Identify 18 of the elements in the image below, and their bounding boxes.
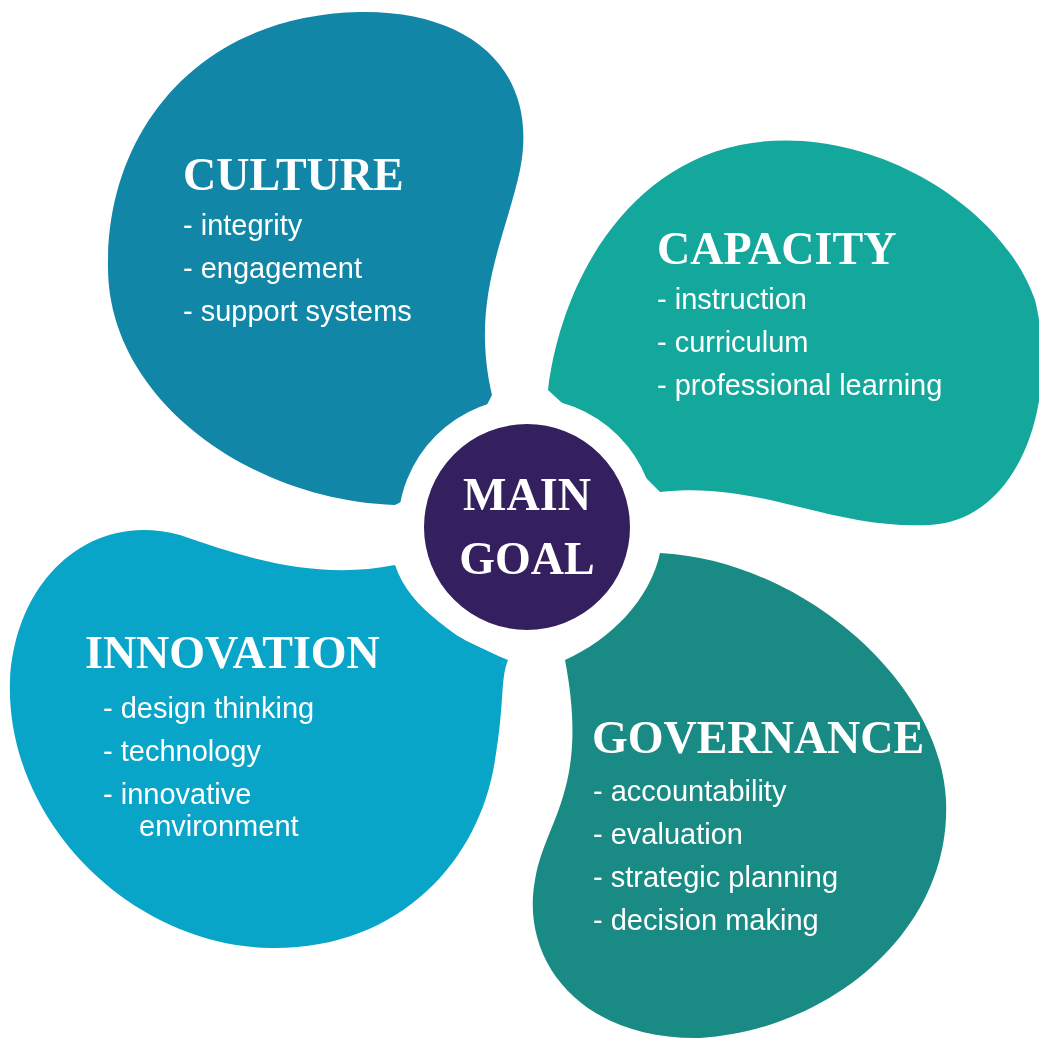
goal-label: MAIN GOAL bbox=[458, 468, 596, 587]
petal-heading: CAPACITY bbox=[657, 226, 897, 272]
list-item: - support systems bbox=[183, 296, 412, 328]
list-item: - engagement bbox=[183, 253, 362, 285]
list-item: - curriculum bbox=[657, 327, 809, 359]
list-item: - innovative environment bbox=[103, 779, 300, 843]
list-item: - technology bbox=[103, 736, 262, 768]
list-item: - decision making bbox=[593, 905, 819, 937]
list-item: - professional learning bbox=[657, 370, 943, 402]
list-item: - instruction bbox=[657, 284, 807, 316]
petal-heading: INNOVATION bbox=[85, 630, 380, 676]
list-item: - evaluation bbox=[593, 819, 743, 851]
list-item: - design thinking bbox=[103, 693, 316, 725]
list-item: - accountability bbox=[593, 776, 787, 808]
list-item: - integrity bbox=[183, 210, 303, 242]
list-item: - strategic planning bbox=[593, 862, 839, 894]
petal-heading: CULTURE bbox=[183, 152, 404, 198]
petal-heading: GOVERNANCE bbox=[592, 715, 925, 761]
